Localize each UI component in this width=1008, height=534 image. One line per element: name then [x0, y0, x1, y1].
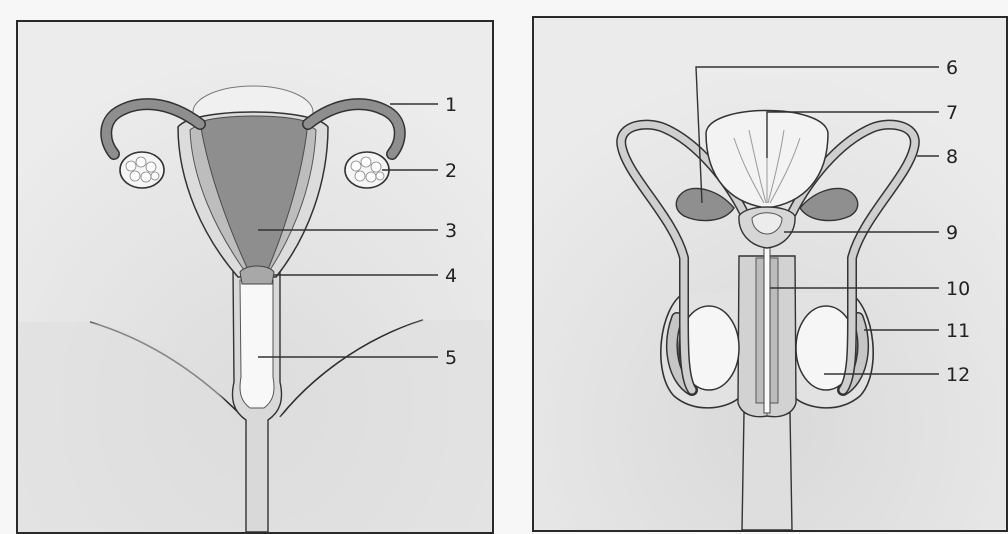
- label-3: 3: [445, 220, 457, 242]
- female-diagram-svg: 1 2 3 4 5: [18, 22, 492, 532]
- label-1: 1: [445, 94, 457, 116]
- penis-shaft: [742, 413, 792, 530]
- label-4: 4: [445, 265, 457, 287]
- label-9: 9: [946, 222, 958, 244]
- label-11: 11: [946, 320, 970, 342]
- male-diagram-svg: 6 7 8 9 10 11 12: [534, 18, 1006, 530]
- label-8: 8: [946, 146, 958, 168]
- label-5: 5: [445, 347, 457, 369]
- cervix: [240, 266, 274, 284]
- vagina-inner: [240, 280, 274, 408]
- female-diagram-panel: 1 2 3 4 5: [16, 20, 494, 534]
- urethra: [764, 233, 770, 413]
- label-2: 2: [445, 160, 457, 182]
- label-6: 6: [946, 57, 958, 79]
- male-diagram-panel: 6 7 8 9 10 11 12: [532, 16, 1008, 532]
- label-7: 7: [946, 102, 958, 124]
- label-12: 12: [946, 364, 970, 386]
- label-10: 10: [946, 278, 970, 300]
